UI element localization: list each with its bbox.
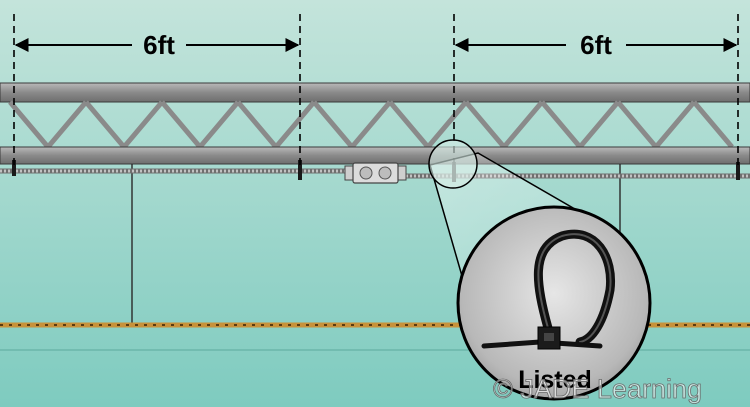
dimension-left-label: 6ft — [143, 30, 175, 60]
dimension-right-label: 6ft — [580, 30, 612, 60]
cable-tie-slot — [544, 333, 554, 341]
dimension-extension-lines — [13, 14, 739, 168]
bar-joist-truss — [0, 82, 750, 165]
truss-top-chord — [0, 82, 750, 103]
magnifier-callout: Listed — [428, 139, 652, 401]
cable-tie-2 — [298, 160, 302, 180]
cable-tie-1 — [12, 160, 16, 176]
junction-box — [344, 162, 407, 184]
cable-tie-4 — [736, 162, 740, 180]
dimension-right: 6ft — [454, 30, 738, 60]
callout-label: Listed — [518, 366, 592, 394]
truss-bottom-chord — [0, 146, 750, 165]
magnifier-source-circle — [428, 139, 478, 189]
truss-web — [8, 100, 734, 149]
dimension-left: 6ft — [14, 30, 300, 60]
watermark: © JADE Learning — [493, 374, 702, 404]
